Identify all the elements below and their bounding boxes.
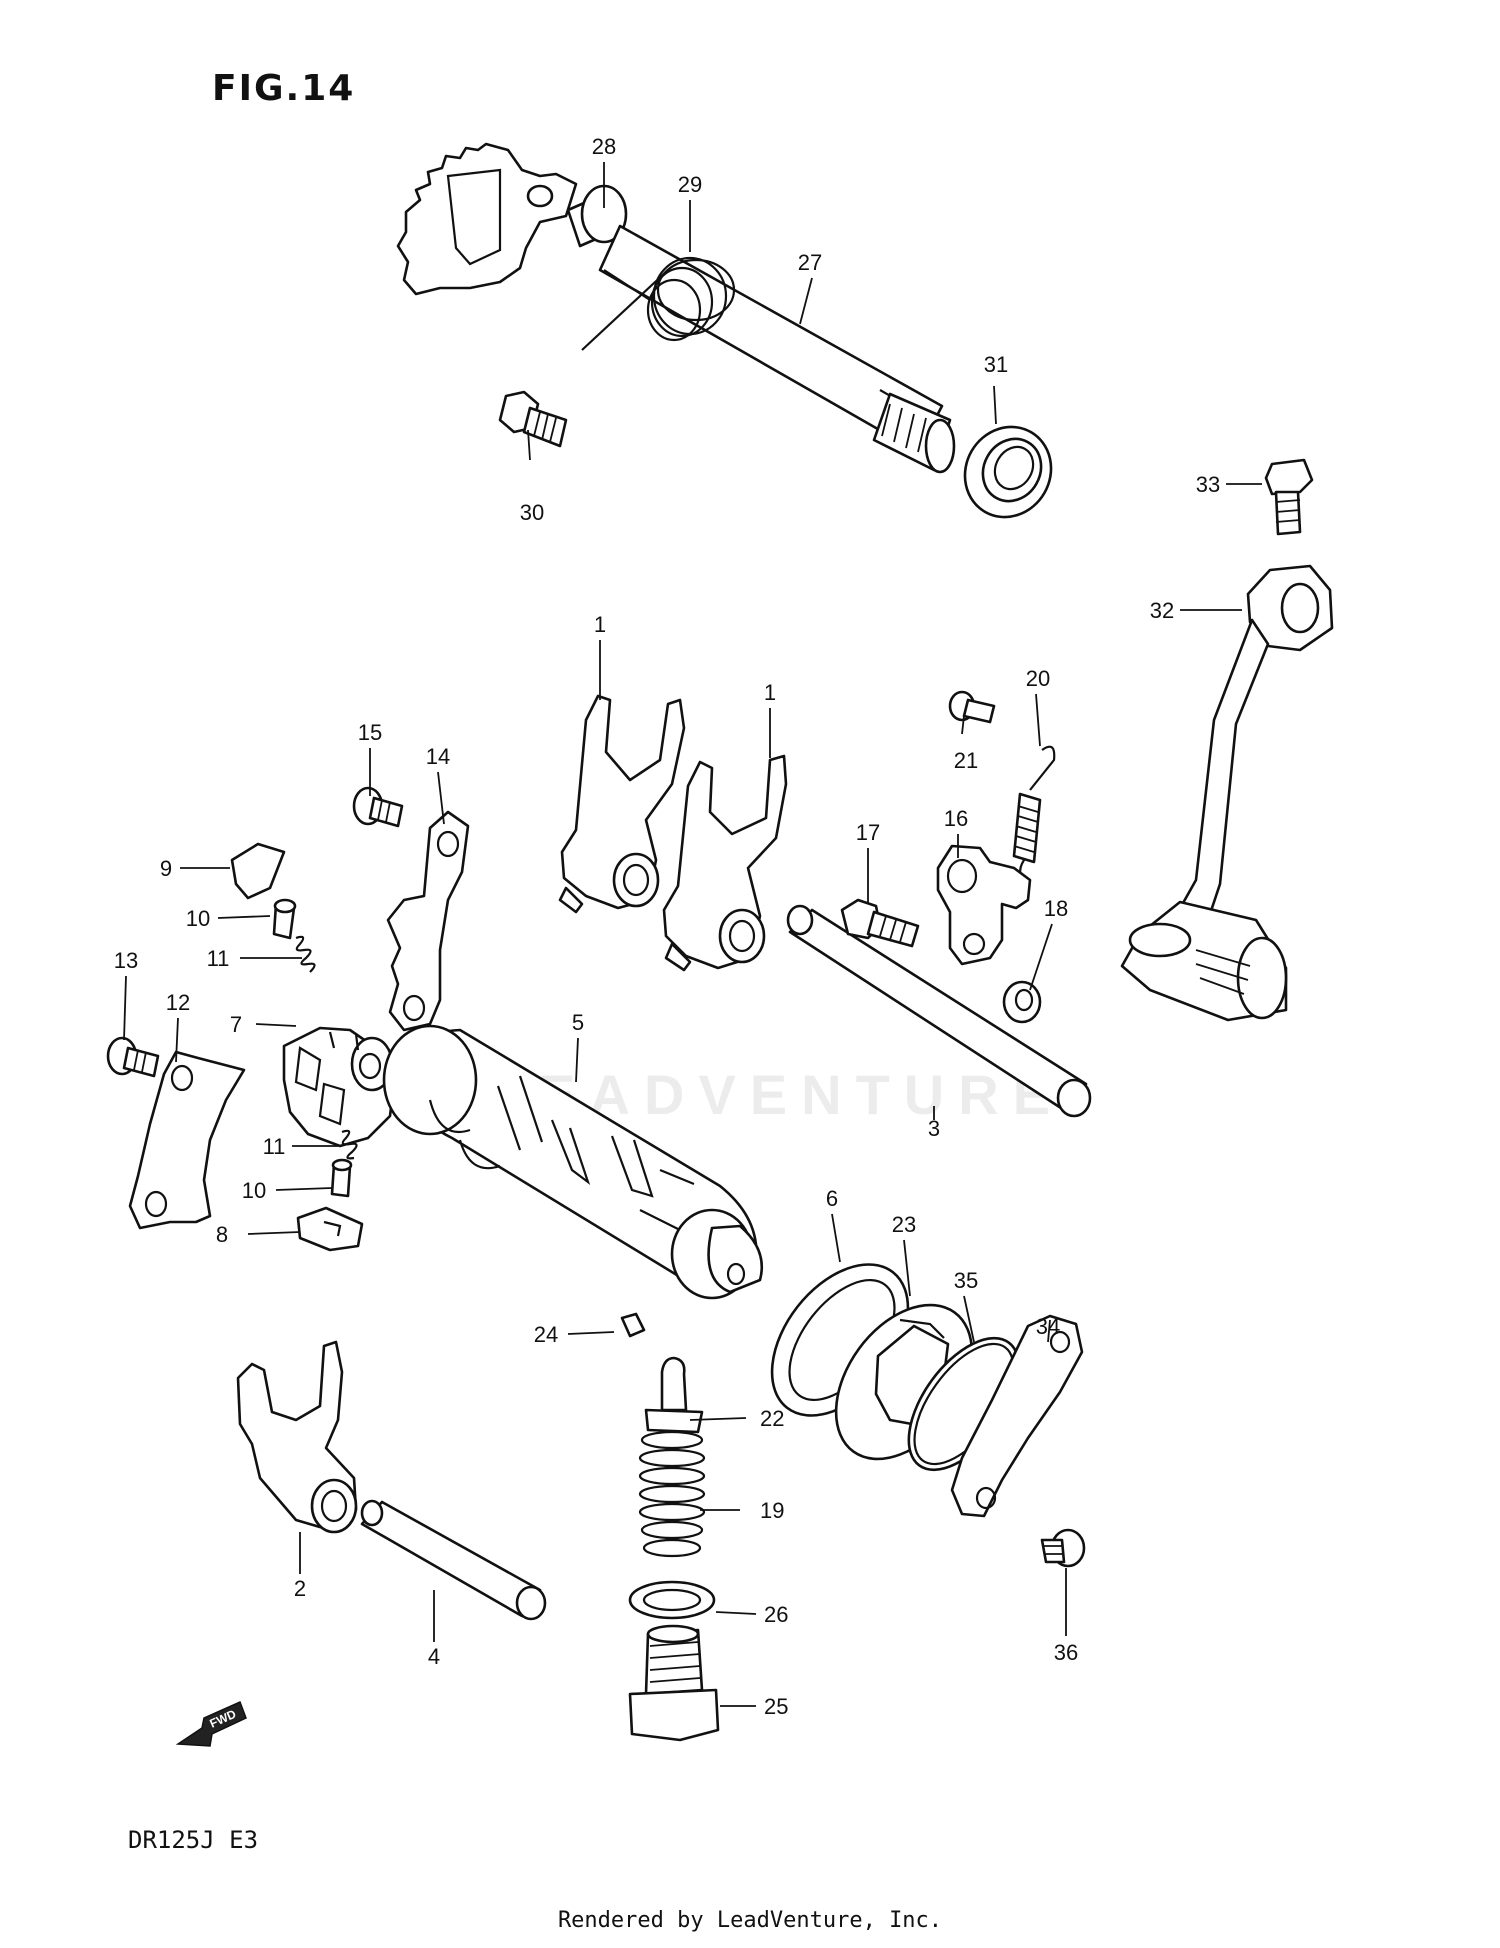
part-screw-21[interactable] [948, 690, 996, 724]
callout-34: 34 [1036, 1314, 1060, 1339]
callout-17: 17 [856, 820, 880, 845]
part-pawl-8[interactable] [296, 1206, 364, 1252]
fwd-arrow-icon: FWD [175, 1700, 247, 1747]
part-oil-seal-31[interactable] [949, 411, 1068, 533]
callout-11b: 11 [263, 1134, 286, 1159]
part-spring-19[interactable] [638, 1430, 706, 1558]
part-pin-10b[interactable] [330, 1158, 353, 1198]
part-pawl-9[interactable] [230, 842, 286, 900]
part-shift-fork-2[interactable] [236, 1340, 358, 1534]
part-shift-cam-5[interactable] [382, 1024, 764, 1300]
callout-12: 12 [166, 990, 190, 1015]
callout-26: 26 [764, 1602, 788, 1627]
callout-7: 7 [230, 1012, 242, 1037]
callout-36: 36 [1054, 1640, 1078, 1665]
leader-lines [123, 162, 1262, 1707]
callout-25: 25 [764, 1694, 788, 1719]
callout-22: 22 [760, 1406, 784, 1431]
callout-21: 21 [954, 748, 978, 773]
callout-29: 29 [678, 172, 702, 197]
figure-title: FIG.14 [212, 68, 356, 109]
callout-11a: 11 [207, 946, 230, 971]
part-spring-11a[interactable] [295, 935, 316, 973]
callout-27: 27 [798, 250, 822, 275]
part-plug-25[interactable] [628, 1624, 720, 1742]
part-cam-gear-7[interactable] [282, 1026, 396, 1148]
footer-credit: Rendered by LeadVenture, Inc. [557, 1908, 943, 1933]
callout-28: 28 [592, 134, 616, 159]
callout-31: 31 [984, 352, 1008, 377]
callout-24: 24 [534, 1322, 558, 1347]
callout-10a: 10 [186, 906, 210, 931]
part-fork-shaft-3[interactable] [786, 904, 1092, 1118]
part-shift-shaft-27[interactable] [598, 224, 956, 474]
part-cam-stopper-16[interactable] [936, 844, 1032, 966]
part-bolt-33[interactable] [1264, 458, 1314, 536]
callout-labels: 28 29 27 31 30 33 32 1 1 20 21 16 17 18 … [114, 134, 1220, 1719]
part-screw-36[interactable] [1040, 1528, 1086, 1568]
part-return-spring-29[interactable] [581, 256, 736, 351]
part-cam-guide-14[interactable] [386, 810, 470, 1032]
callout-1b: 1 [764, 680, 776, 705]
callout-23: 23 [892, 1212, 916, 1237]
callout-20: 20 [1026, 666, 1050, 691]
callout-9: 9 [160, 856, 172, 881]
part-washer-18[interactable] [1002, 980, 1042, 1024]
part-spring-11b[interactable] [341, 1129, 358, 1160]
part-cover-34[interactable] [950, 1314, 1084, 1518]
part-screw-13[interactable] [106, 1036, 160, 1078]
part-shift-fork-1b[interactable] [662, 754, 788, 972]
callout-35: 35 [954, 1268, 978, 1293]
part-fork-shaft-4[interactable] [360, 1499, 547, 1621]
callout-16: 16 [944, 806, 968, 831]
callout-3: 3 [928, 1116, 940, 1141]
callout-2: 2 [294, 1576, 306, 1601]
part-washer-26[interactable] [628, 1580, 716, 1620]
callout-33: 33 [1196, 472, 1220, 497]
part-shift-arm-28[interactable] [396, 142, 628, 296]
callout-32: 32 [1150, 598, 1174, 623]
model-code: DR125J E3 [128, 1826, 259, 1854]
part-pin-10a[interactable] [272, 898, 297, 940]
callout-14: 14 [426, 744, 450, 769]
callout-10b: 10 [242, 1178, 266, 1203]
part-screw-15[interactable] [352, 786, 404, 828]
callout-30: 30 [520, 500, 544, 525]
callout-13: 13 [114, 948, 138, 973]
part-shift-lever-32[interactable] [1120, 564, 1334, 1022]
callout-18: 18 [1044, 896, 1068, 921]
callout-8: 8 [216, 1222, 228, 1247]
part-cam-plate-12[interactable] [128, 1050, 246, 1230]
callout-4: 4 [428, 1644, 440, 1669]
part-plunger-22[interactable] [644, 1356, 704, 1434]
callout-5: 5 [572, 1010, 584, 1035]
part-shift-fork-1a[interactable] [558, 694, 686, 914]
part-bolt-30[interactable] [498, 390, 568, 448]
callout-6: 6 [826, 1186, 838, 1211]
part-bolt-17[interactable] [840, 898, 920, 948]
part-pin-24[interactable] [620, 1312, 646, 1338]
callout-19: 19 [760, 1498, 784, 1523]
callout-15: 15 [358, 720, 382, 745]
callout-1a: 1 [594, 612, 606, 637]
part-spring-20[interactable] [1012, 745, 1056, 885]
